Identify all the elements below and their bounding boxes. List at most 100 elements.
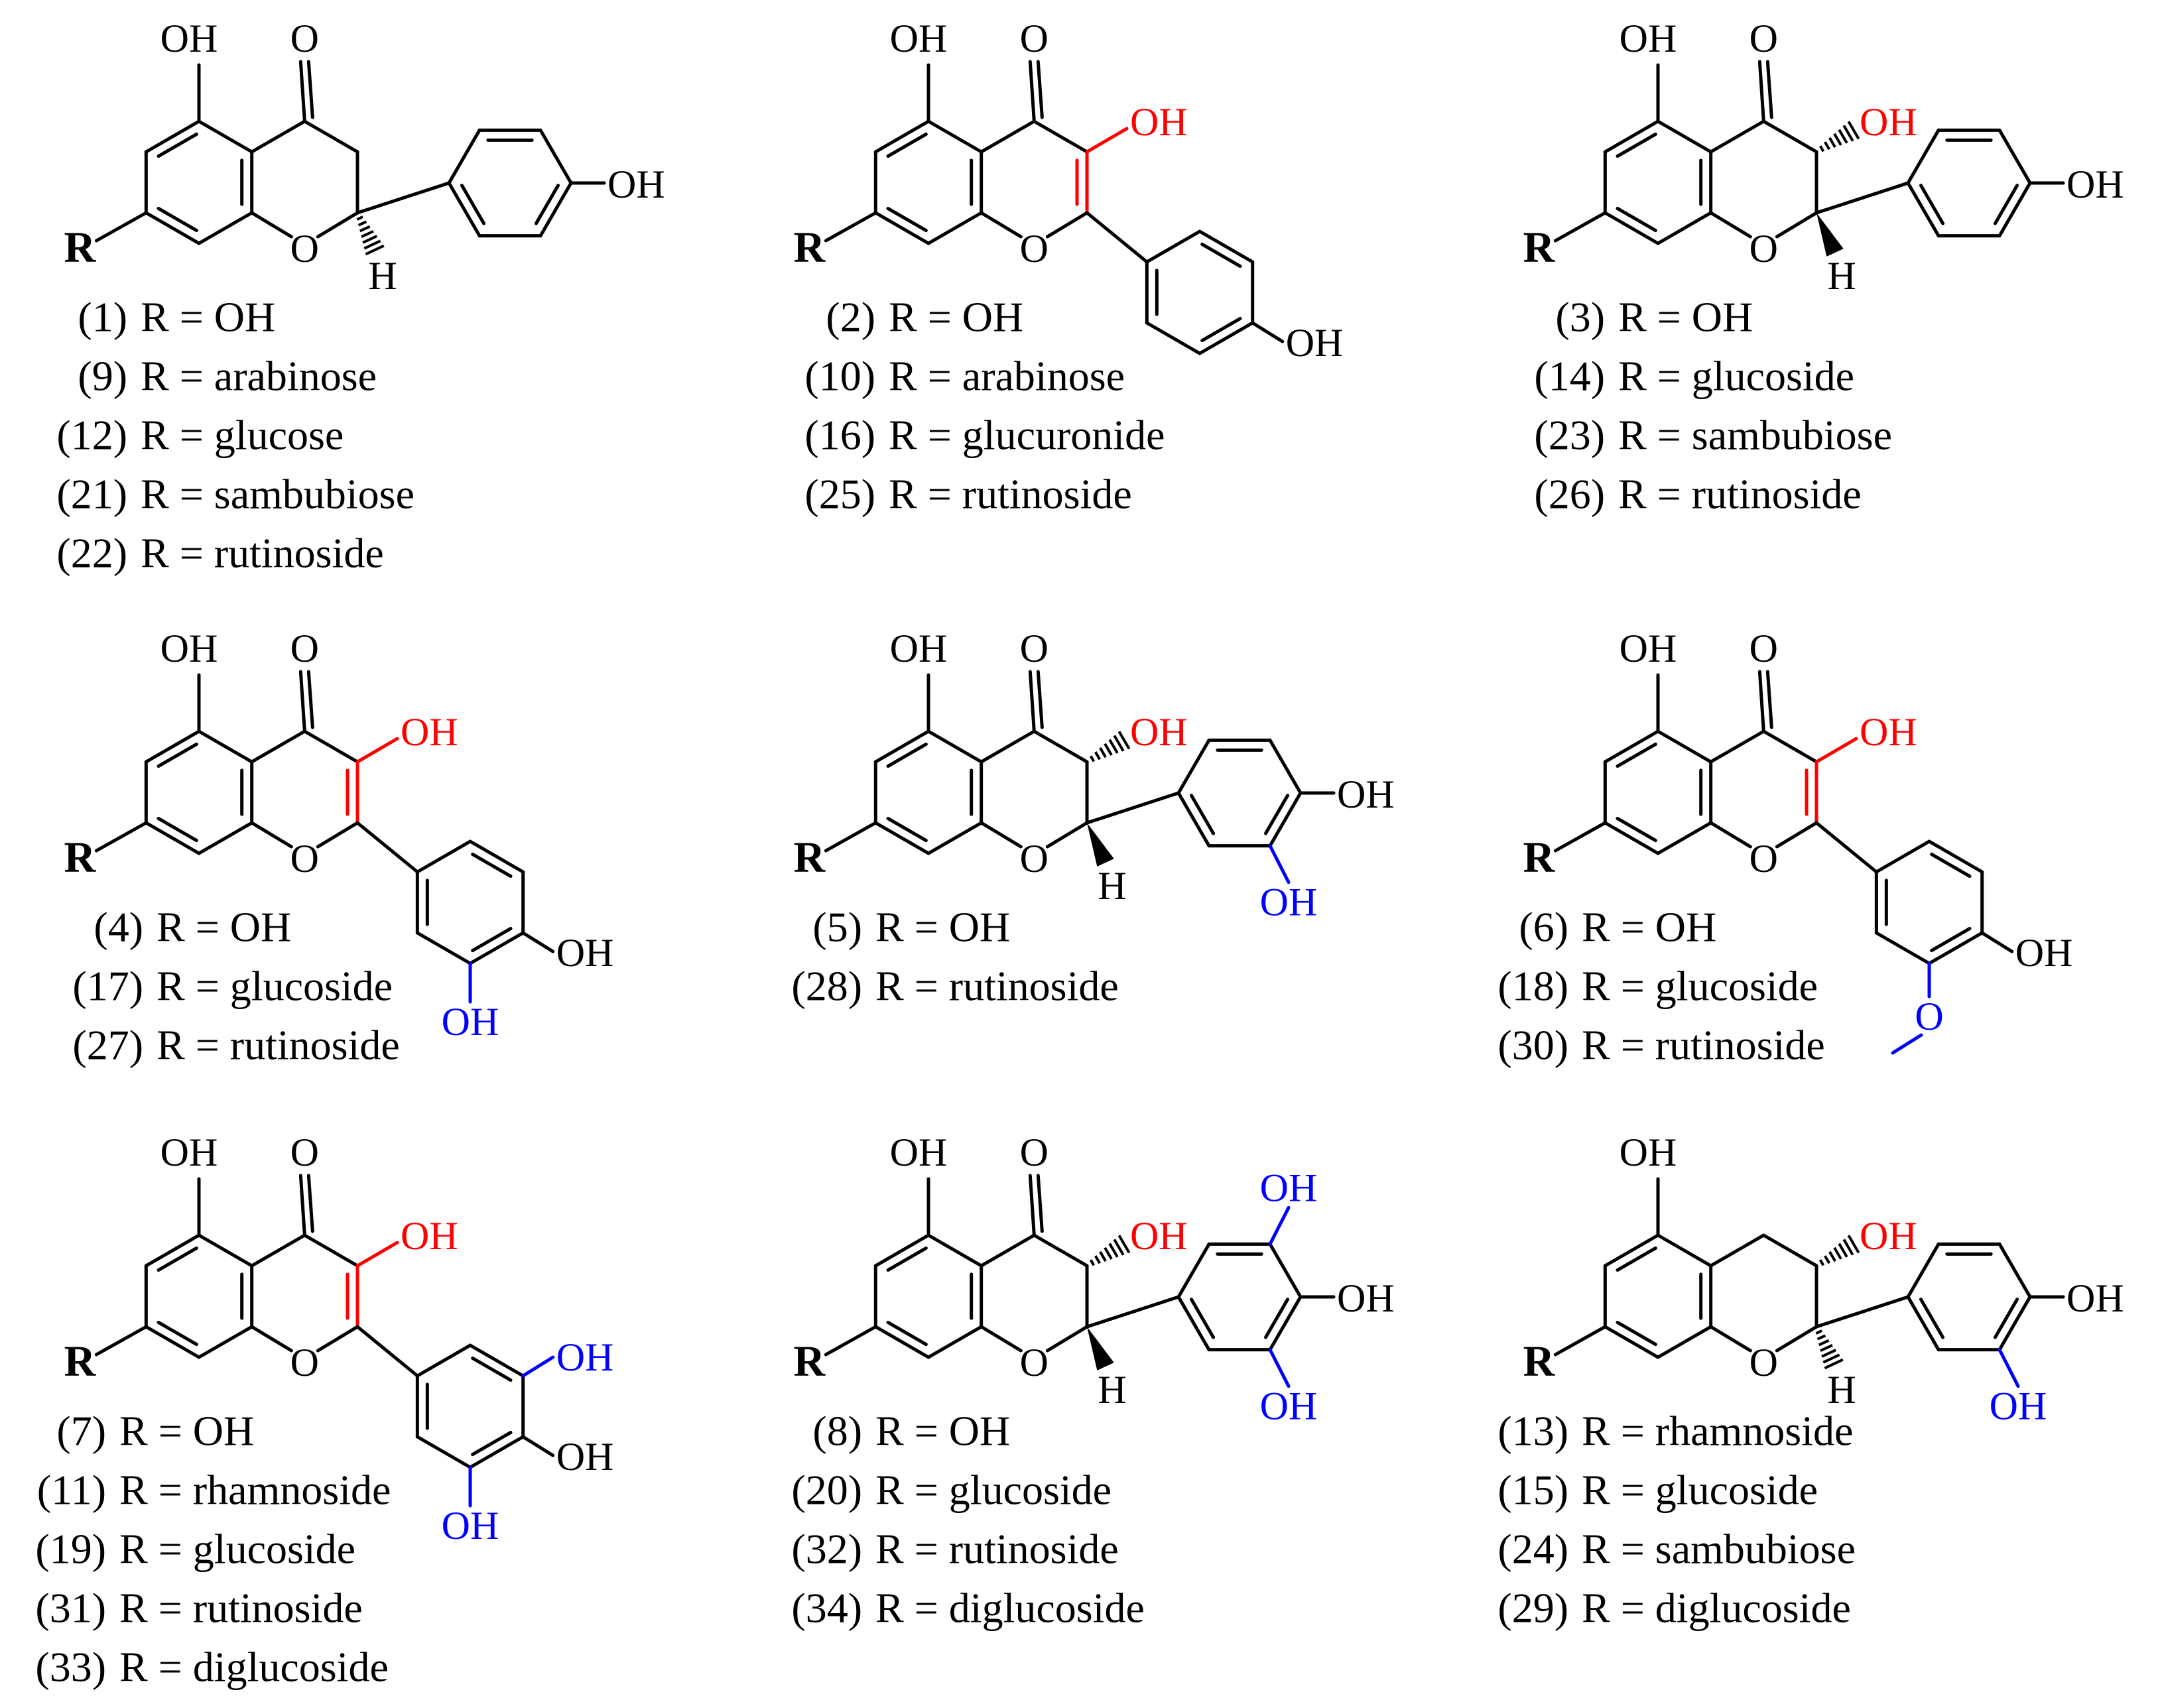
oh4p-label: OH	[1337, 772, 1395, 816]
carbonyl-oxygen-label: O	[1749, 17, 1778, 60]
compound-number: (19)	[35, 1526, 106, 1573]
compound-number: (21)	[56, 471, 127, 518]
ring-oxygen-label: O	[290, 227, 319, 271]
h2-hash-bond	[1820, 1343, 1833, 1353]
compound-number: (30)	[1497, 1022, 1568, 1069]
ring-a-bond	[144, 211, 201, 245]
carbonyl-bond	[306, 670, 314, 729]
ring-a-bond	[144, 1325, 201, 1359]
oh3-hash-bond	[1089, 1259, 1096, 1266]
h2-hash-bond	[1818, 1339, 1830, 1347]
ring-b-bond	[415, 931, 472, 965]
ring-c-bond	[1775, 821, 1818, 849]
ring-b-bond	[1998, 1295, 2032, 1352]
ring-b-bond	[1268, 1242, 1303, 1299]
ring-b-bond	[1176, 1295, 1211, 1352]
carbonyl-bond	[1757, 670, 1765, 733]
carbonyl-bond	[1028, 1174, 1036, 1237]
compound-r-group: R = rutinoside	[1618, 471, 1862, 518]
r-group-label: R	[1523, 223, 1555, 272]
ring-a-bond	[1603, 821, 1660, 855]
b-ring-link-bond	[355, 1325, 419, 1378]
r-group-label: R	[64, 223, 96, 272]
compound-r-group: R = rutinoside	[875, 963, 1119, 1010]
ring-b-bond	[1198, 229, 1255, 264]
oh5-label: OH	[160, 627, 218, 670]
ring-a-bond-inner	[1616, 132, 1657, 158]
h2-hash-bond	[362, 235, 378, 244]
carbonyl-bond	[306, 60, 314, 119]
ring-a-bond	[1603, 729, 1660, 764]
oh5-label: OH	[1620, 1130, 1677, 1174]
ring-b-bond	[1874, 931, 1931, 965]
oh3-label: OH	[1130, 1214, 1188, 1258]
ring-b-bond-inner	[1919, 184, 1945, 225]
compound-r-group: R = diglucoside	[875, 1585, 1145, 1632]
oh5p-label: OH	[1260, 1166, 1318, 1209]
compound-r-group: R = rutinoside	[875, 1526, 1119, 1573]
compound-number: (23)	[1534, 412, 1605, 459]
ring-a-bond	[1603, 1325, 1660, 1359]
ring-c-bond	[302, 1233, 359, 1268]
compound-number: (16)	[804, 412, 875, 459]
h2-wedge-bond	[1087, 1327, 1114, 1371]
r-bond	[1553, 211, 1607, 243]
oh5p-label: OH	[556, 1335, 614, 1379]
ring-b-bond-inner	[471, 1356, 513, 1382]
ring-a-bond-inner	[157, 132, 198, 158]
ring-b-bond	[468, 931, 525, 965]
ring-c-bond	[1709, 1325, 1752, 1353]
ring-b-bond	[539, 181, 573, 238]
oh3-hash-bond	[1847, 121, 1860, 140]
ring-b-bond-inner	[1263, 794, 1290, 835]
compound-r-group: R = glucoside	[1582, 963, 1818, 1010]
ring-b-bond-inner	[471, 852, 513, 879]
ring-a-bond	[873, 821, 930, 855]
compound-r-group: R = rutinoside	[119, 1585, 363, 1632]
oh3-label: OH	[1860, 710, 1917, 754]
ring-a-bond	[926, 821, 984, 855]
oh4p-bond	[1251, 321, 1285, 343]
ring-a-bond	[144, 729, 201, 764]
ring-c-bond	[1709, 821, 1752, 849]
ring-b-bond	[1874, 839, 1931, 874]
oh3-label: OH	[401, 710, 458, 754]
ring-b-bond	[1268, 1295, 1303, 1352]
oh4p-label: OH	[607, 162, 665, 206]
carbonyl-bond	[298, 1174, 306, 1237]
oh3p-label: OH	[1260, 1384, 1318, 1428]
b-ring-link-bond	[1814, 821, 1878, 874]
ring-b-bond	[468, 839, 525, 874]
ring-a-bond	[197, 211, 254, 245]
ring-c-bond	[1761, 119, 1818, 154]
h2-hash-bond	[363, 239, 381, 250]
carbonyl-bond	[1757, 60, 1765, 123]
oh5p-bond	[1268, 1205, 1291, 1246]
compound-number: (17)	[72, 963, 143, 1010]
ring-b-bond	[1927, 931, 1984, 965]
ring-b-bond-inner	[1200, 242, 1242, 269]
carbonyl-bond	[298, 60, 306, 123]
oh3-hash-bond	[1838, 129, 1848, 144]
compound-r-group: R = OH	[157, 904, 291, 951]
ring-a-bond-inner	[886, 816, 928, 843]
ring-c-bond	[250, 821, 293, 849]
oh3-bond	[1085, 127, 1129, 154]
ring-a-bond	[197, 119, 254, 154]
ring-a-bond-inner	[886, 1320, 928, 1347]
compound-r-group: R = rhamnoside	[1582, 1408, 1853, 1455]
r-group-label: R	[793, 223, 826, 272]
ring-c-bond	[1032, 119, 1089, 154]
ring-c-bond	[1032, 1233, 1089, 1268]
ring-b-bond	[1906, 128, 1940, 185]
compound-r-group: R = OH	[119, 1408, 254, 1455]
ring-a-bond	[1656, 821, 1713, 855]
r-bond	[824, 211, 877, 243]
oh3-hash-bond	[1113, 1239, 1125, 1256]
compound-number: (15)	[1497, 1467, 1568, 1514]
compound-number: (26)	[1534, 471, 1605, 518]
compound-number: (7)	[56, 1408, 106, 1455]
ring-b-bond-inner	[1263, 1298, 1290, 1339]
oh3-hash-bond	[1842, 125, 1854, 142]
oh3-hash-bond	[1094, 1255, 1102, 1264]
